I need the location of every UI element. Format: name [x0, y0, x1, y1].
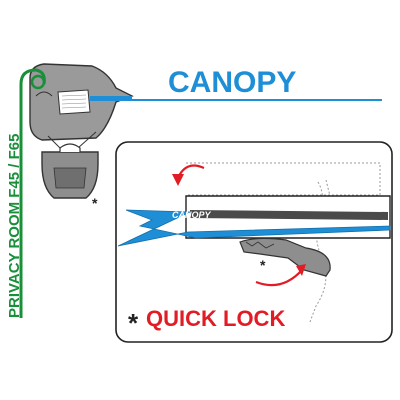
detail-inset	[115, 141, 393, 343]
clip-asterisk: *	[92, 195, 98, 211]
inset-asterisk: *	[260, 257, 266, 273]
rotate-arrow-icon	[172, 164, 205, 186]
canopy-label: CANOPY	[168, 66, 296, 99]
quick-lock-asterisk: *	[128, 308, 139, 338]
quick-lock-label: QUICK LOCK	[146, 306, 285, 331]
canopy-fabric	[117, 209, 391, 247]
lock-arrow-icon	[255, 264, 306, 287]
canopy-line	[90, 96, 382, 101]
canopy-small-label: CANOPY	[172, 210, 212, 220]
quick-lock-clip	[41, 143, 99, 199]
privacy-room-label: PRIVACY ROOM F45 / F65	[6, 134, 23, 319]
privacy-room-rail	[19, 68, 46, 318]
